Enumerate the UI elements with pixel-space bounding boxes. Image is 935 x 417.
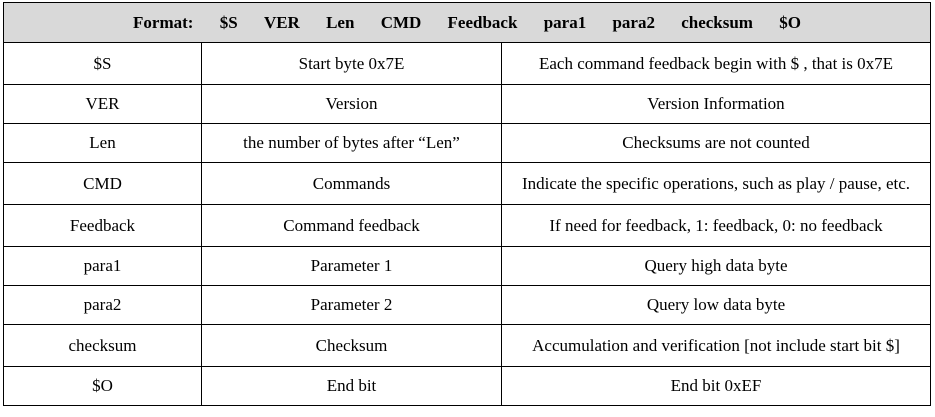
format-header-text: Format: $S VER Len CMD Feedback para1 pa… xyxy=(10,13,924,33)
field-cell: Feedback xyxy=(3,204,202,247)
table-row: $S Start byte 0x7E Each command feedback… xyxy=(3,42,931,85)
description-cell: Each command feedback begin with $ , tha… xyxy=(501,42,931,85)
format-prefix: Format: xyxy=(133,12,194,32)
format-field: CMD xyxy=(380,12,422,32)
field-cell: Len xyxy=(3,123,202,163)
name-cell: Parameter 2 xyxy=(201,285,502,325)
field-cell: para1 xyxy=(3,246,202,286)
format-field: para1 xyxy=(543,12,587,32)
format-field: para2 xyxy=(612,12,655,32)
table-row: para2 Parameter 2 Query low data byte xyxy=(3,285,931,325)
protocol-format-table: Format: $S VER Len CMD Feedback para1 pa… xyxy=(3,2,931,406)
description-cell: Query low data byte xyxy=(501,285,931,325)
format-field: $O xyxy=(779,12,801,32)
table-row: Len the number of bytes after “Len” Chec… xyxy=(3,123,931,163)
table-row: CMD Commands Indicate the specific opera… xyxy=(3,162,931,205)
name-cell: the number of bytes after “Len” xyxy=(201,123,502,163)
name-cell: Commands xyxy=(201,162,502,205)
field-cell: VER xyxy=(3,84,202,124)
name-cell: End bit xyxy=(201,366,502,406)
format-field: $S xyxy=(219,12,238,32)
field-cell: $S xyxy=(3,42,202,85)
field-cell: para2 xyxy=(3,285,202,325)
table-row: VER Version Version Information xyxy=(3,84,931,124)
description-cell: End bit 0xEF xyxy=(501,366,931,406)
protocol-format-table-container: Format: $S VER Len CMD Feedback para1 pa… xyxy=(3,2,931,406)
description-cell: If need for feedback, 1: feedback, 0: no… xyxy=(501,204,931,247)
description-cell: Checksums are not counted xyxy=(501,123,931,163)
table-header-row: Format: $S VER Len CMD Feedback para1 pa… xyxy=(3,2,931,43)
name-cell: Command feedback xyxy=(201,204,502,247)
field-cell: checksum xyxy=(3,324,202,367)
table-row: Feedback Command feedback If need for fe… xyxy=(3,204,931,247)
field-cell: $O xyxy=(3,366,202,406)
description-cell: Indicate the specific operations, such a… xyxy=(501,162,931,205)
table-row: $O End bit End bit 0xEF xyxy=(3,366,931,406)
format-field: Len xyxy=(326,12,355,32)
field-cell: CMD xyxy=(3,162,202,205)
format-field: checksum xyxy=(681,12,753,32)
name-cell: Checksum xyxy=(201,324,502,367)
table-row: para1 Parameter 1 Query high data byte xyxy=(3,246,931,286)
format-field: VER xyxy=(263,12,300,32)
format-header: Format: $S VER Len CMD Feedback para1 pa… xyxy=(3,2,931,43)
table-row: checksum Checksum Accumulation and verif… xyxy=(3,324,931,367)
name-cell: Version xyxy=(201,84,502,124)
name-cell: Parameter 1 xyxy=(201,246,502,286)
description-cell: Query high data byte xyxy=(501,246,931,286)
name-cell: Start byte 0x7E xyxy=(201,42,502,85)
description-cell: Version Information xyxy=(501,84,931,124)
format-field: Feedback xyxy=(447,12,518,32)
description-cell: Accumulation and verification [not inclu… xyxy=(501,324,931,367)
